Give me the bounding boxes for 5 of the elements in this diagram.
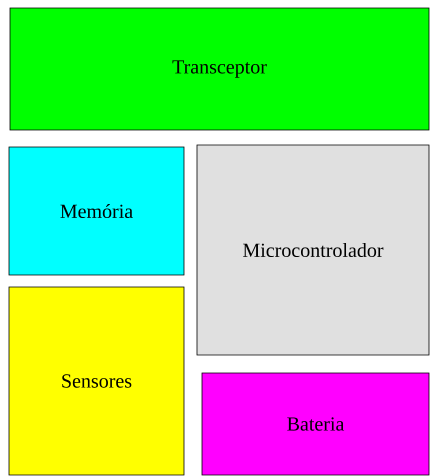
memory-box: Memória [8,146,184,276]
microcontroller-box: Microcontrolador [196,144,430,356]
battery-box: Bateria [202,372,430,476]
sensors-box: Sensores [8,286,184,476]
transceiver-box: Transceptor [10,8,430,130]
